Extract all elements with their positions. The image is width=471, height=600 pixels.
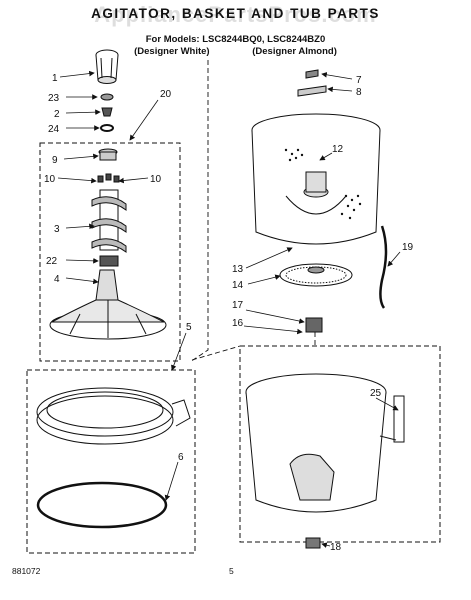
callout-4: 4 — [54, 274, 60, 285]
outer-tub — [245, 373, 405, 513]
callout-5: 5 — [186, 322, 192, 333]
models-line: For Models: LSC8244BQ0, LSC8244BZ0 — [145, 34, 326, 45]
callout-18: 18 — [330, 542, 342, 553]
basket-nut — [305, 69, 319, 79]
model-info: For Models: LSC8244BQ0, LSC8244BZ0 (Desi… — [0, 34, 471, 58]
drive-bell — [99, 255, 119, 267]
assembly-line-upper — [189, 60, 209, 363]
diagram-title: AGITATOR, BASKET AND TUB PARTS — [91, 6, 380, 21]
cam — [101, 107, 113, 117]
tub-ring-group-box — [26, 369, 196, 554]
callout-14: 14 — [232, 280, 244, 291]
callout-8: 8 — [356, 87, 362, 98]
callout-7: 7 — [356, 75, 362, 86]
agitator-auger — [91, 189, 127, 253]
spanner-nut — [297, 85, 327, 97]
tub-ring — [36, 387, 191, 445]
wash-basket — [251, 113, 381, 245]
dogs-bearing — [98, 148, 118, 161]
callout-16: 16 — [232, 318, 244, 329]
tub-nut — [305, 537, 321, 549]
callout-6: 6 — [178, 452, 184, 463]
callout-13: 13 — [232, 264, 244, 275]
assembly-line-mid — [191, 345, 241, 361]
page-number: 5 — [229, 566, 234, 576]
outer-tub-group-box — [239, 345, 441, 543]
callout-10a: 10 — [44, 174, 56, 185]
o-ring — [100, 124, 114, 132]
agitator-cap — [95, 49, 119, 84]
callout-25: 25 — [370, 388, 382, 399]
agitator-dogs — [97, 173, 120, 183]
callout-17: 17 — [232, 300, 244, 311]
callout-23: 23 — [48, 93, 60, 104]
hose — [379, 225, 388, 309]
document-number: 881072 — [12, 566, 41, 576]
designer-almond-label: (Designer Almond) — [252, 46, 337, 57]
callout-22: 22 — [46, 256, 58, 267]
callout-10b: 10 — [150, 174, 162, 185]
callout-19: 19 — [402, 242, 414, 253]
leader-lines — [57, 70, 401, 548]
drive-block — [305, 317, 323, 333]
callout-3: 3 — [54, 224, 60, 235]
agitator-group-box — [39, 142, 181, 362]
tub-gasket — [36, 481, 168, 529]
callout-9: 9 — [52, 155, 58, 166]
agitator-base — [49, 269, 167, 340]
callout-1: 1 — [52, 73, 58, 84]
callout-12: 12 — [332, 144, 344, 155]
cap-seal — [100, 93, 114, 101]
callout-2: 2 — [54, 109, 60, 120]
basket-drive-ring — [279, 263, 353, 287]
callout-20: 20 — [160, 89, 172, 100]
designer-white-label: (Designer White) — [134, 46, 210, 57]
callout-24: 24 — [48, 124, 60, 135]
